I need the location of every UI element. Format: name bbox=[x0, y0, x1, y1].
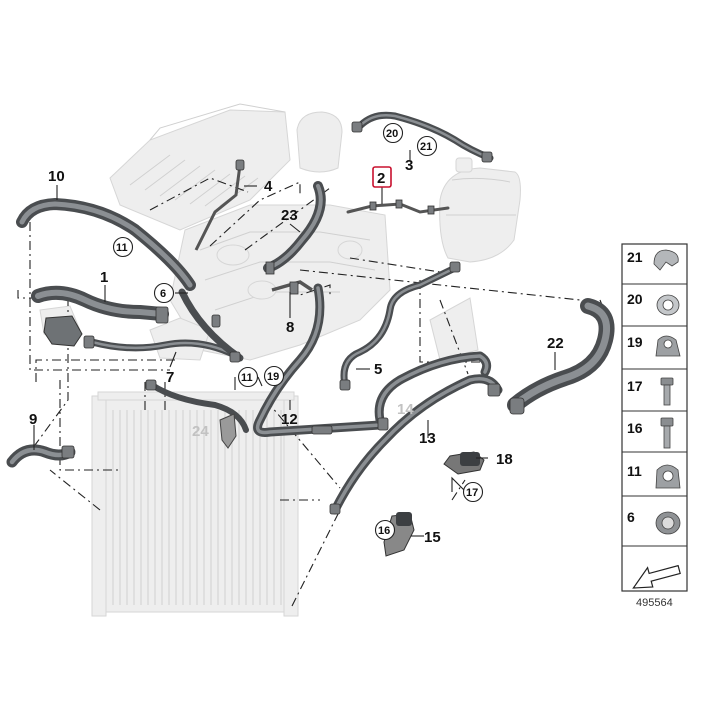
diagram-reference-number: 495564 bbox=[636, 597, 673, 609]
callout-14: 14 bbox=[397, 401, 414, 418]
callout-21: 21 bbox=[420, 141, 432, 153]
legend-arrow-row bbox=[632, 564, 681, 589]
callout-21-circle bbox=[416, 135, 438, 157]
callout-2-highlight bbox=[372, 166, 392, 188]
callout-4: 4 bbox=[264, 178, 273, 195]
legend-row-20: 20 bbox=[627, 291, 680, 316]
svg-text:16: 16 bbox=[627, 420, 643, 436]
legend-row-17: 17 bbox=[627, 377, 674, 406]
callout-2: 2 bbox=[377, 170, 385, 187]
legend-row-21: 21 bbox=[627, 249, 679, 271]
legend-row-11: 11 bbox=[627, 463, 681, 489]
hose-12 bbox=[253, 283, 385, 437]
bolt-icon bbox=[660, 417, 674, 427]
callout-16-circle bbox=[374, 519, 396, 541]
hose-8 bbox=[271, 280, 313, 292]
callout-5: 5 bbox=[374, 361, 382, 378]
callout-leaders bbox=[33, 150, 556, 537]
callout-20: 20 bbox=[386, 128, 398, 140]
callout-1: 1 bbox=[100, 269, 108, 286]
hose-23 bbox=[263, 181, 326, 273]
legend-row-19: 19 bbox=[627, 334, 681, 357]
bracket-24 bbox=[219, 413, 237, 449]
callout-23: 23 bbox=[281, 207, 298, 224]
callout-17-circle bbox=[462, 481, 484, 503]
callout-22: 22 bbox=[547, 335, 564, 352]
legend-row-16: 16 bbox=[627, 417, 674, 449]
svg-text:20: 20 bbox=[627, 291, 643, 307]
hose-13 bbox=[330, 374, 503, 515]
callout-9: 9 bbox=[29, 411, 37, 428]
hose-9 bbox=[6, 444, 76, 468]
svg-text:19: 19 bbox=[627, 334, 643, 350]
hose-bottom-main bbox=[149, 382, 249, 433]
callout-20-circle bbox=[382, 122, 404, 144]
callout-labels: 10 1 2 3 4 5 6 7 8 9 11 11 12 13 14 15 1… bbox=[29, 122, 564, 546]
hose-22 bbox=[507, 298, 615, 413]
expansion-tank bbox=[439, 157, 521, 263]
callout-15: 15 bbox=[424, 529, 441, 546]
callout-6-circle bbox=[153, 282, 175, 304]
svg-text:17: 17 bbox=[627, 378, 643, 394]
hose-4 bbox=[194, 164, 242, 251]
callout-3: 3 bbox=[405, 157, 413, 174]
clip-icon bbox=[653, 249, 679, 271]
callout-13: 13 bbox=[419, 430, 436, 447]
hose-5 bbox=[340, 264, 459, 389]
callout-24: 24 bbox=[192, 423, 209, 440]
direction-arrow-icon bbox=[632, 564, 681, 589]
callout-8: 8 bbox=[286, 319, 294, 336]
callout-11b-circle bbox=[237, 366, 259, 388]
hose-10 bbox=[16, 198, 196, 291]
bracket-18 bbox=[443, 451, 485, 475]
callout-17: 17 bbox=[466, 487, 478, 499]
thermostat-housing bbox=[43, 315, 83, 347]
callout-19-circle bbox=[263, 365, 285, 387]
connector-fittings bbox=[61, 121, 525, 515]
callout-11b: 11 bbox=[241, 372, 253, 384]
callout-18: 18 bbox=[496, 451, 513, 468]
callout-10: 10 bbox=[48, 168, 65, 185]
hose-14 bbox=[374, 351, 492, 425]
callout-6: 6 bbox=[160, 288, 166, 300]
hose-1 bbox=[31, 285, 169, 321]
callout-11a-circle bbox=[112, 236, 134, 258]
svg-text:21: 21 bbox=[627, 249, 643, 265]
svg-text:6: 6 bbox=[627, 509, 635, 525]
engine-block-ghost bbox=[39, 103, 479, 361]
callout-12: 12 bbox=[281, 411, 298, 428]
parts-legend-panel: 21 20 19 17 16 11 6 bbox=[621, 243, 688, 592]
reference-lines bbox=[17, 177, 605, 607]
callout-16: 16 bbox=[378, 525, 390, 537]
callout-7: 7 bbox=[166, 369, 174, 386]
svg-text:11: 11 bbox=[627, 463, 642, 479]
hose-3 bbox=[354, 111, 494, 162]
callout-11a: 11 bbox=[116, 242, 128, 254]
legend-row-6: 6 bbox=[627, 509, 681, 535]
screw-icon bbox=[660, 377, 674, 386]
callout-19: 19 bbox=[267, 371, 279, 383]
